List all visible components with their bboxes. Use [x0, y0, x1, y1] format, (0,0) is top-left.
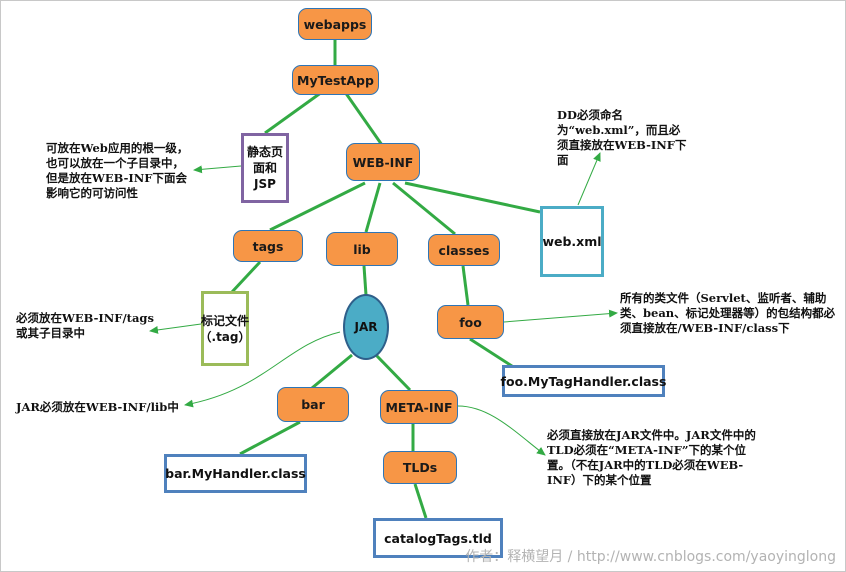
edge-webinf-classes [392, 181, 456, 236]
edge-webinf-webxml [404, 181, 541, 214]
note-dd: DD必须命名为“web.xml”，而且必须直接放在WEB-INF下面 [557, 108, 687, 167]
arrow-dd-note [577, 152, 601, 206]
box-webxml: web.xml [540, 206, 604, 277]
arrow-jar-note [184, 331, 341, 408]
node-foo: foo [437, 305, 504, 339]
edge-mytestapp-webinf [343, 91, 384, 146]
edge-jar-bar [311, 353, 353, 390]
arrow-classes-note [503, 309, 618, 323]
node-tlds: TLDs [383, 451, 457, 484]
box-catalog-tld: catalogTags.tld [373, 518, 503, 558]
node-tags: tags [233, 230, 303, 262]
note-tags: 必须放在WEB-INF/tags或其子目录中 [16, 311, 154, 340]
note-static: 可放在Web应用的根一级，也可以放在一个子目录中，但是放在WEB-INF下面会影… [46, 141, 189, 200]
arrow-tags-note [149, 323, 202, 334]
edge-classes-foo [461, 265, 470, 306]
box-foo-handler: foo.MyTagHandler.class [501, 365, 666, 397]
node-mytestapp: MyTestApp [292, 65, 379, 95]
watermark-text: 作者：释横望月 / http://www.cnblogs.com/yaoying… [465, 549, 836, 565]
edge-bar-handler [239, 420, 301, 456]
box-static-pages: 静态页面和JSP [241, 133, 289, 203]
edge-tlds-catalog [413, 483, 428, 519]
node-webapps: webapps [298, 8, 372, 40]
edge-webinf-tags [269, 181, 366, 232]
edge-webinf-lib [364, 182, 382, 233]
arrow-tld-note [457, 405, 546, 456]
edge-lib-jar [362, 265, 368, 296]
node-jar: JAR [343, 294, 389, 360]
node-lib: lib [326, 232, 398, 266]
note-tld: 必须直接放在JAR文件中。JAR文件中的TLD必须在“META-INF”下的某个… [547, 428, 756, 487]
box-tag-files: 标记文件（.tag） [200, 291, 251, 366]
edge-jar-metainf [374, 353, 412, 392]
box-bar-handler: bar.MyHandler.class [164, 454, 307, 493]
note-jar: JAR必须放在WEB-INF/lib中 [16, 400, 179, 414]
edge-tags-tagfiles [230, 260, 262, 294]
edge-foo-handler [469, 337, 516, 370]
arrow-static-note [193, 165, 242, 174]
node-metainf: META-INF [380, 390, 458, 424]
node-classes: classes [428, 234, 500, 266]
node-webinf: WEB-INF [346, 143, 420, 181]
note-classes: 所有的类文件（Servlet、监听者、辅助类、bean、标记处理器等）的包结构都… [620, 291, 836, 335]
node-bar: bar [277, 387, 349, 422]
edge-mytestapp-static [264, 90, 323, 135]
